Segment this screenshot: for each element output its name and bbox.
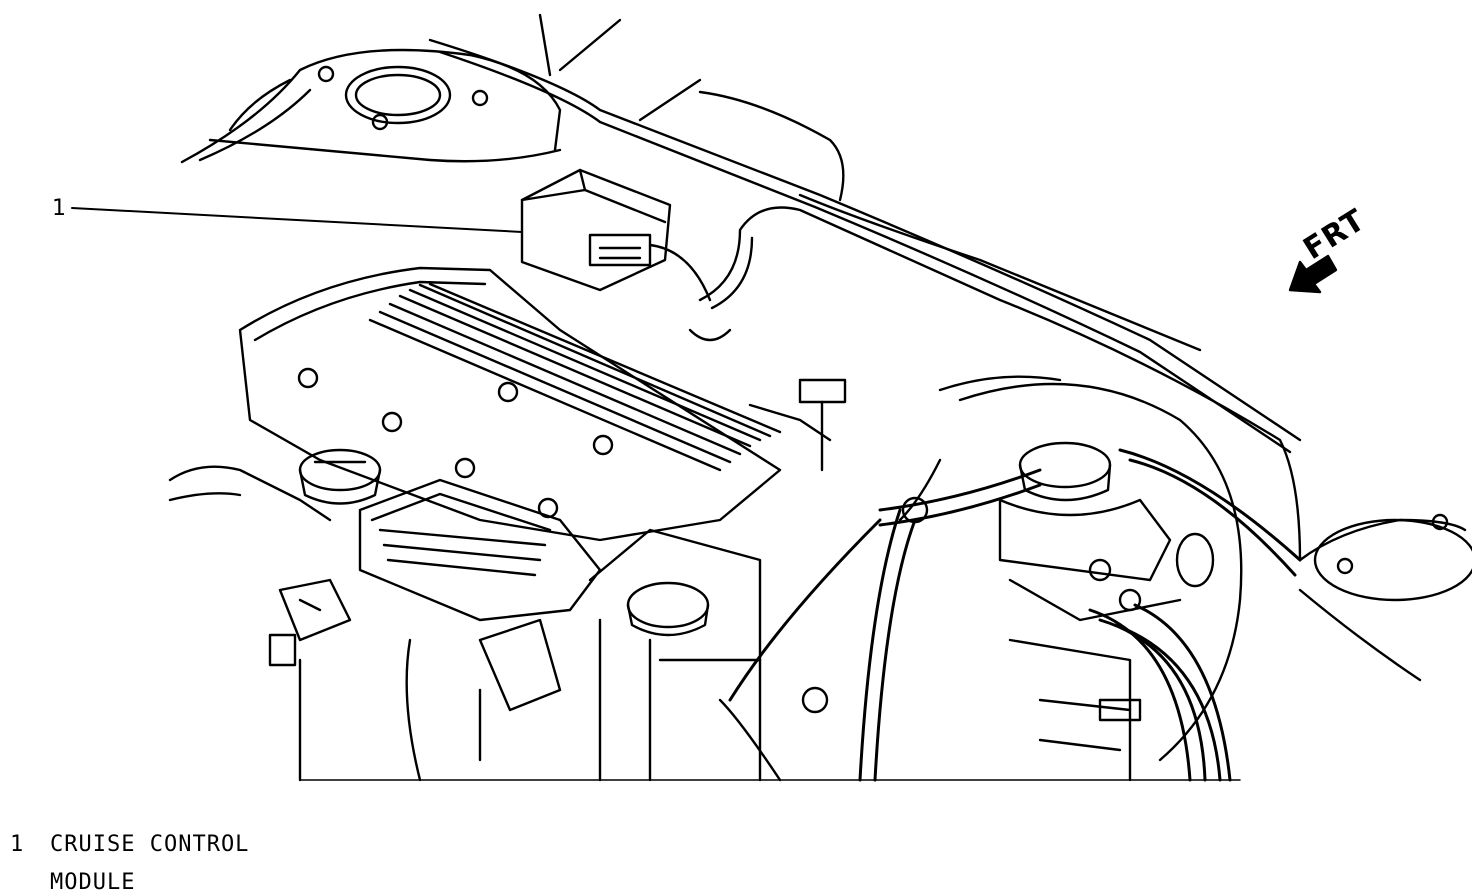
coolant-cap xyxy=(626,581,710,637)
left-strut-tower xyxy=(180,48,562,164)
valve-cover xyxy=(238,266,782,542)
engine-wiring-harness xyxy=(728,448,1302,782)
front-direction-arrow xyxy=(1288,254,1338,294)
sensor-bracket xyxy=(268,578,352,667)
brake-lines xyxy=(1088,603,1232,782)
intake-plenum xyxy=(168,465,602,622)
cruise-cable xyxy=(748,378,942,524)
legend-item: 1 CRUISE CONTROL MODULE xyxy=(10,826,310,896)
engine-front xyxy=(298,528,829,782)
cowl-panel xyxy=(428,13,1302,454)
cowl-wiring-harness xyxy=(688,206,1302,562)
brake-booster xyxy=(938,375,1243,762)
legend: 1 CRUISE CONTROL MODULE xyxy=(10,826,310,896)
cruise-control-module xyxy=(520,168,712,302)
oil-filler-cap xyxy=(298,448,382,505)
legend-item-number: 1 xyxy=(10,832,24,857)
brake-master-cylinder xyxy=(998,441,1182,622)
right-strut-tower xyxy=(1298,513,1472,682)
legend-item-text: CRUISE CONTROL MODULE xyxy=(50,832,250,895)
callout-number-1: 1 xyxy=(52,196,66,221)
callout-leader-line xyxy=(71,207,523,233)
battery-box xyxy=(1008,638,1142,782)
